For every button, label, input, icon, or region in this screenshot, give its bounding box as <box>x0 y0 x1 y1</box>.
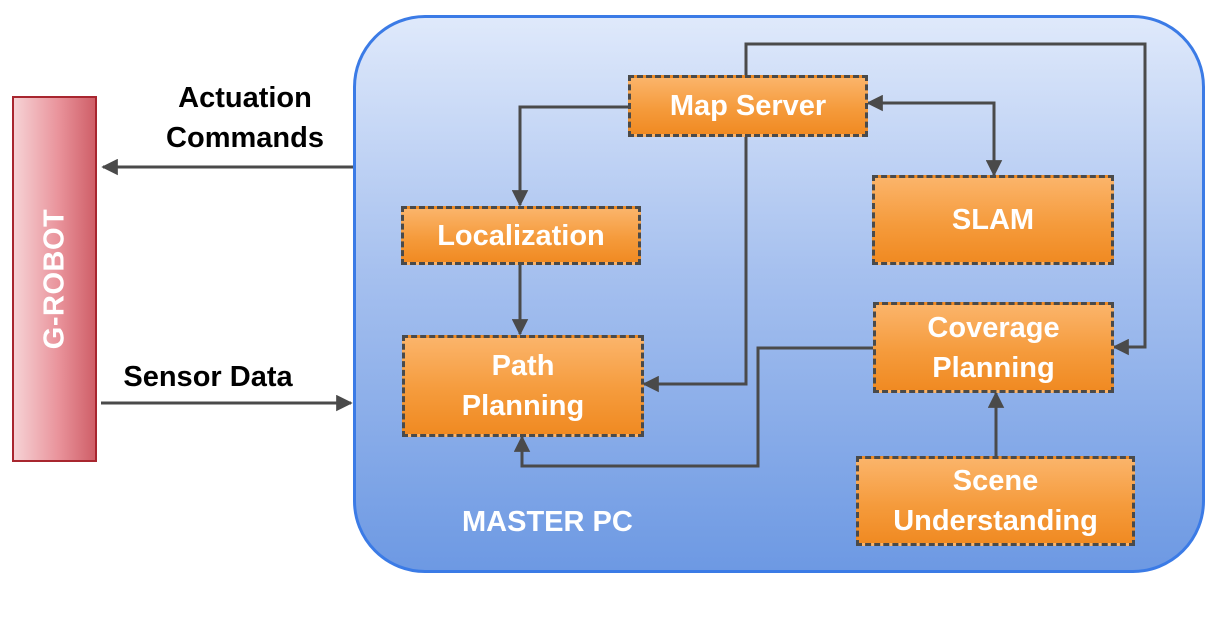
map-server-node: Map Server <box>628 75 868 137</box>
scene-understanding-node: Scene Understanding <box>856 456 1135 546</box>
coverage-planning-node: Coverage Planning <box>873 302 1114 393</box>
arrow-map-to-coverage <box>744 42 1147 356</box>
master-pc-label: MASTER PC <box>462 506 633 538</box>
coverage-planning-line-1: Coverage <box>927 311 1060 344</box>
path-planning-line-1: Path <box>491 350 555 382</box>
arrow-map-to-localization <box>511 105 628 207</box>
path-planning-line-2: Planning <box>461 390 585 422</box>
coverage-planning-line-2: Planning <box>932 351 1055 384</box>
actuation-line-2: Commands <box>166 122 324 154</box>
arrow-map-slam-bidirectional <box>866 94 1003 177</box>
arrow-map-to-path <box>642 137 748 393</box>
slam-label: SLAM <box>951 204 1035 236</box>
localization-label: Localization <box>437 219 605 252</box>
localization-node: Localization <box>401 206 641 265</box>
scene-understanding-line-2: Understanding <box>893 505 1098 537</box>
path-planning-node: Path Planning <box>402 335 644 437</box>
g-robot-block: G-ROBOT <box>12 96 97 462</box>
actuation-line-1: Actuation <box>178 82 312 114</box>
slam-node: SLAM <box>872 175 1114 265</box>
sensor-data-label: Sensor Data <box>123 361 293 393</box>
arrow-coverage-to-path <box>513 346 874 468</box>
actuation-commands-label: Actuation Commands <box>145 78 345 158</box>
map-server-label: Map Server <box>669 90 827 122</box>
scene-understanding-line-1: Scene <box>952 465 1039 497</box>
